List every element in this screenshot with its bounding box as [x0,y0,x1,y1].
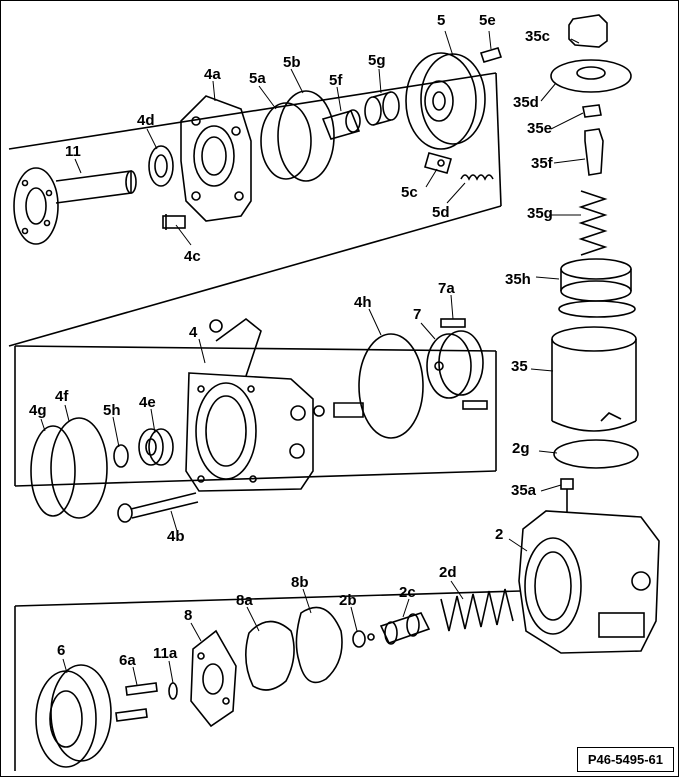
group-frame-bottom [14,590,522,771]
part-8-plate [190,629,237,728]
part-11-flange-shaft [13,167,137,245]
label-4f: 4f [55,388,69,405]
label-4a: 4a [204,66,221,83]
part-6a-pin-second [115,708,148,722]
label-2c: 2c [399,584,416,601]
label-35c: 35c [525,28,551,45]
part-11a-ring [168,682,178,700]
part-4h-o-ring [358,333,424,439]
label-5: 5 [437,12,446,29]
part-5c-sleeve [424,152,452,174]
group-frame-middle [14,345,497,487]
part-4g-o-ring [30,425,76,517]
part-35d-cover-plate [550,59,632,93]
label-35h: 35h [505,271,531,288]
part-2b-washer [352,630,375,648]
part-2d-spring [440,588,514,632]
part-8b-gasket [295,606,343,684]
part-6a-pin [125,682,158,696]
label-11: 11 [65,143,81,160]
part-7-rotor [426,330,484,399]
label-2d: 2d [439,564,457,581]
label-35f: 35f [531,155,553,172]
label-7a: 7a [438,280,455,297]
leader-lines [40,30,586,686]
part-2g-o-ring [553,439,639,469]
part-2c-valve [379,612,431,645]
label-5h: 5h [103,402,121,419]
part-5g-bushing [364,91,400,126]
part-4a-cover [180,95,252,222]
part-35f-plunger [584,128,604,176]
label-5g: 5g [368,52,386,69]
part-35-cylinder [551,326,637,432]
label-5a: 5a [249,70,266,87]
part-4b-bolt [117,492,199,523]
group-frame-top [8,72,502,347]
label-8: 8 [184,607,193,624]
part-5h-ring [113,444,129,468]
part-5-pulley [405,52,486,150]
part-5d-spring [460,174,494,181]
part-6-ring [35,664,112,768]
label-4e: 4e [139,394,156,411]
part-4c-screw [162,214,186,230]
part-4-fittings [313,402,364,418]
label-35g: 35g [527,205,553,222]
part-8a-gasket [245,620,295,691]
label-8a: 8a [236,592,253,609]
label-2: 2 [495,526,504,543]
part-5e-pin [479,47,503,63]
label-7: 7 [413,306,422,323]
label-35: 35 [511,358,528,375]
label-35d: 35d [513,94,539,111]
part-4f-o-ring [50,417,108,519]
label-8b: 8b [291,574,309,591]
label-35e: 35e [527,120,553,137]
part-5b-o-ring [277,90,335,182]
part-2-housing [518,510,660,654]
part-35h-ring [558,300,636,318]
label-5b: 5b [283,54,301,71]
label-11a: 11a [153,645,178,662]
label-2b: 2b [339,592,357,609]
label-5d: 5d [432,204,450,221]
label-4d: 4d [137,112,155,129]
part-5a-o-ring [260,102,312,180]
label-2g: 2g [512,440,530,457]
label-6: 6 [57,642,66,659]
label-4: 4 [189,324,198,341]
label-35a: 35a [511,482,537,499]
part-4d-seal [148,145,174,187]
part-4e-bearing [138,428,174,466]
label-4b: 4b [167,528,185,545]
label-5f: 5f [329,72,343,89]
label-5c: 5c [401,184,418,201]
part-35c-cap [568,14,608,48]
part-35g-spring [578,190,608,256]
part-4-housing [185,317,314,492]
reference-number: P46-5495-61 [576,747,674,772]
label-4h: 4h [354,294,372,311]
label-5e: 5e [479,12,496,29]
part-35a-screw [560,478,574,513]
label-6a: 6a [119,652,136,669]
label-4g: 4g [29,402,47,419]
part-35h-piston [560,258,632,302]
part-35e-nut [582,104,602,118]
label-4c: 4c [184,248,201,265]
part-5f-sleeve [321,109,361,140]
